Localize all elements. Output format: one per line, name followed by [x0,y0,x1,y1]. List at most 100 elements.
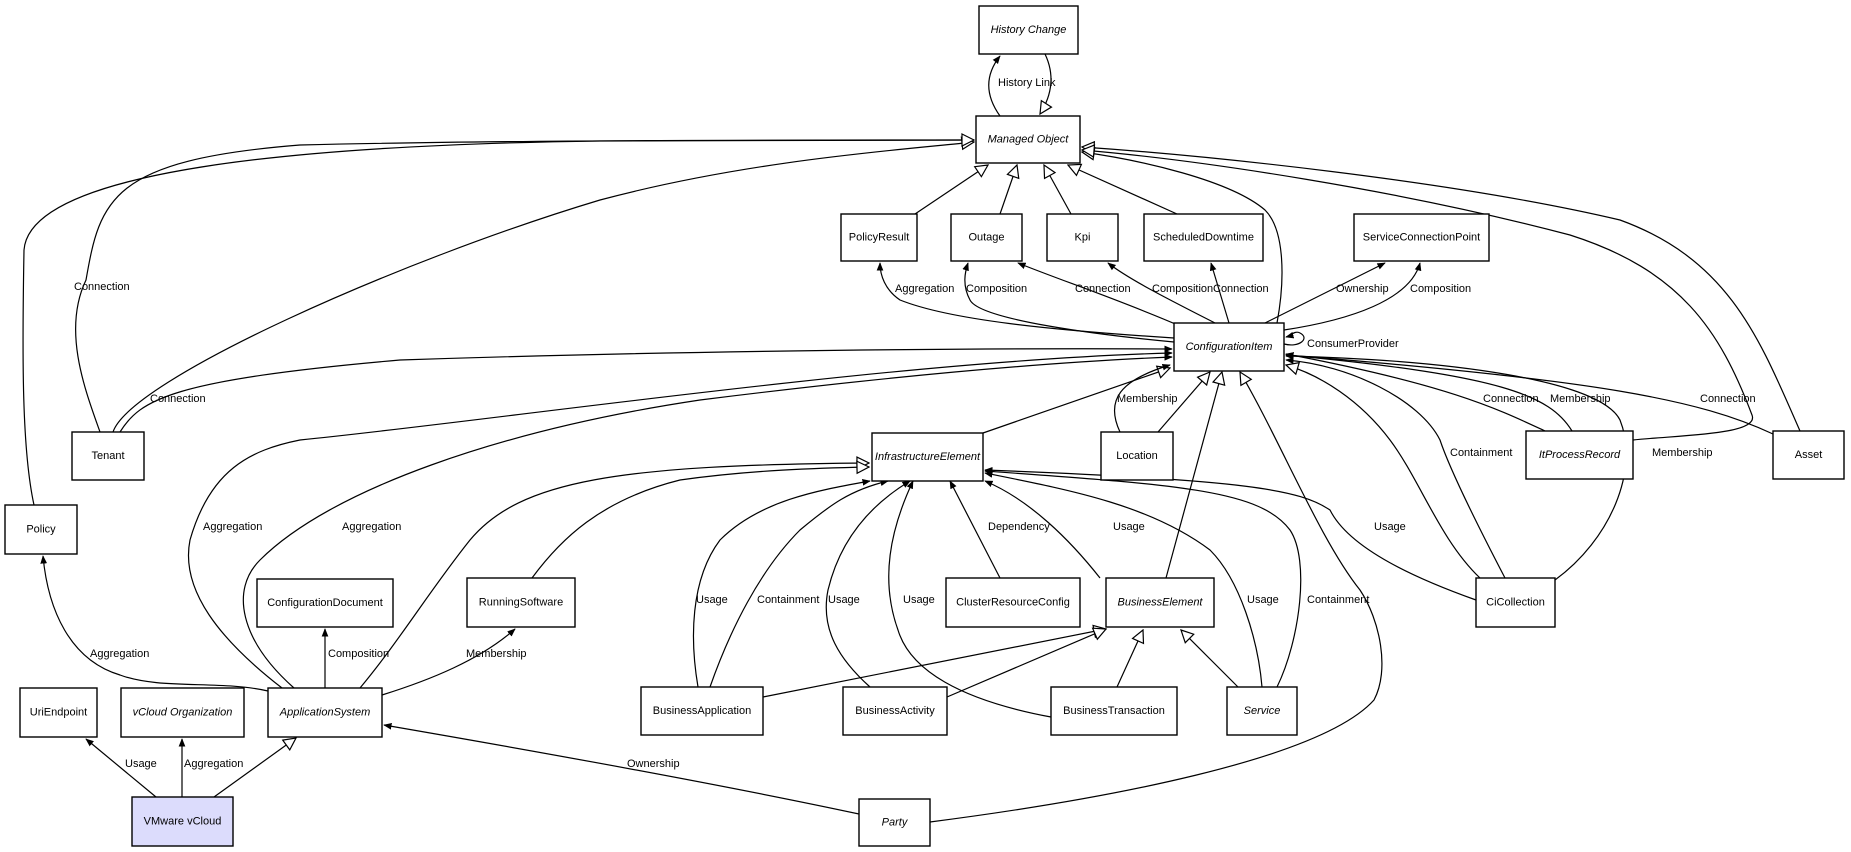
class-name: CiCollection [1486,597,1545,609]
association-edge-tenant-to-managed_object [74,136,975,433]
class-box[interactable] [1525,430,1634,480]
class-node-configuration-document[interactable]: ConfigurationDocument [256,578,394,628]
class-node-ci-collection[interactable]: CiCollection [1475,577,1556,628]
generalization-edge-business_transaction-to-business_element [1116,630,1143,688]
class-box[interactable] [1143,213,1264,262]
class-node-business-element[interactable]: BusinessElement [1105,577,1215,628]
association-edge-business_application-to-infrastructure_element [709,479,889,688]
class-box[interactable] [466,577,576,628]
class-box[interactable] [950,213,1023,262]
generalization-edge-history_change-to-managed_object [1040,53,1051,114]
class-box[interactable] [120,687,245,738]
class-name: vCloud Organization [133,707,233,719]
class-box[interactable] [1226,686,1298,736]
class-box[interactable] [1173,322,1285,372]
class-name: Policy [26,524,56,536]
edge-label: Connection [150,393,206,405]
class-name: Service [1244,705,1281,717]
class-node-service-connection-point[interactable]: ServiceConnectionPoint [1353,213,1490,262]
class-node-policy-result[interactable]: PolicyResult [840,213,918,262]
class-box[interactable] [840,213,918,262]
generalization-edge-kpi-to-managed_object [1044,165,1072,215]
edge-label: Connection [74,281,130,293]
association-edge-business_element-to-infrastructure_element [984,480,1101,579]
class-box[interactable] [1353,213,1490,262]
class-node-it-process-record[interactable]: ItProcessRecord [1525,430,1634,480]
association-edge-configuration_item-to-scheduled_downtime [1209,262,1230,324]
class-node-policy[interactable]: Policy [4,504,78,555]
association-edge-configuration_item-to-kpi [1107,262,1216,324]
class-name: Kpi [1075,232,1091,244]
class-box[interactable] [1105,577,1215,628]
class-node-party[interactable]: Party [858,798,931,847]
class-box[interactable] [1100,431,1174,481]
class-node-infrastructure-element[interactable]: InfrastructureElement [871,432,984,482]
generalization-edge-outage-to-managed_object [999,165,1017,215]
class-box[interactable] [640,686,764,736]
association-edge-cluster_resource_config-to-infrastructure_element [949,480,1001,579]
class-node-outage[interactable]: Outage [950,213,1023,262]
class-box[interactable] [1050,686,1178,736]
edge-label: ConsumerProvider [1307,338,1399,350]
class-box[interactable] [842,686,948,736]
class-node-vcloud-organization[interactable]: vCloud Organization [120,687,245,738]
class-box[interactable] [871,432,984,482]
class-node-kpi[interactable]: Kpi [1046,213,1119,262]
class-node-asset[interactable]: Asset [1772,430,1845,480]
edge-label: Membership [466,648,527,660]
generalization-edge-it_process_record-to-managed_object [1082,150,1753,441]
class-node-uri-endpoint[interactable]: UriEndpoint [19,687,98,738]
edge-label: Ownership [1336,283,1389,295]
edge-label: Composition [328,648,389,660]
class-box[interactable] [4,504,78,555]
class-box[interactable] [19,687,98,738]
class-node-application-system[interactable]: ApplicationSystem [267,687,383,738]
class-name: ApplicationSystem [279,707,371,719]
association-edge-service-to-infrastructure_element [984,468,1302,688]
class-node-business-transaction[interactable]: BusinessTransaction [1050,686,1178,736]
edge-label: Aggregation [184,758,243,770]
edge-label: Usage [828,594,860,606]
class-node-location[interactable]: Location [1100,431,1174,481]
class-box[interactable] [256,578,394,628]
class-box[interactable] [267,687,383,738]
edge-label: Containment [757,594,819,606]
association-edge-it_process_record-to-configuration_item [1285,352,1546,432]
class-box[interactable] [1475,577,1556,628]
association-edge-configuration_item-to-outage [1017,262,1181,327]
class-box[interactable] [1772,430,1845,480]
class-name: BusinessTransaction [1063,705,1165,717]
class-node-configuration-item[interactable]: ConfigurationItem [1173,322,1285,372]
association-edge-service-to-infrastructure_element [984,471,1263,688]
edge-label: Connection [1213,283,1269,295]
class-name: BusinessApplication [653,705,751,717]
class-node-business-application[interactable]: BusinessApplication [640,686,764,736]
class-node-cluster-resource-config[interactable]: ClusterResourceConfig [945,577,1081,628]
generalization-edge-running_software-to-infrastructure_element [531,467,869,579]
class-node-history-change[interactable]: History Change [978,5,1079,55]
class-node-scheduled-downtime[interactable]: ScheduledDowntime [1143,213,1264,262]
edge-label: Membership [1550,393,1611,405]
class-box[interactable] [978,5,1079,55]
class-box[interactable] [975,115,1081,164]
generalization-edge-business_activity-to-business_element [946,629,1106,698]
class-box[interactable] [945,577,1081,628]
generalization-edge-application_system-to-infrastructure_element [359,463,869,689]
class-node-managed-object[interactable]: Managed Object [975,115,1081,164]
class-name: Location [1116,450,1158,462]
association-edge-business_transaction-to-infrastructure_element [888,480,1052,718]
class-node-running-software[interactable]: RunningSoftware [466,577,576,628]
class-node-service[interactable]: Service [1226,686,1298,736]
class-name: Managed Object [988,134,1070,146]
class-box[interactable] [858,798,931,847]
class-box[interactable] [1046,213,1119,262]
class-box[interactable] [71,431,145,481]
class-box[interactable] [131,796,234,847]
association-edge-configuration_item-to-policy_result [876,262,1175,339]
class-node-business-activity[interactable]: BusinessActivity [842,686,948,736]
association-edge-configuration_item-to-outage [962,262,1175,343]
class-node-tenant[interactable]: Tenant [71,431,145,481]
generalization-edge-tenant-to-managed_object [112,142,974,433]
class-node-vmware-vcloud[interactable]: VMware vCloud [131,796,234,847]
